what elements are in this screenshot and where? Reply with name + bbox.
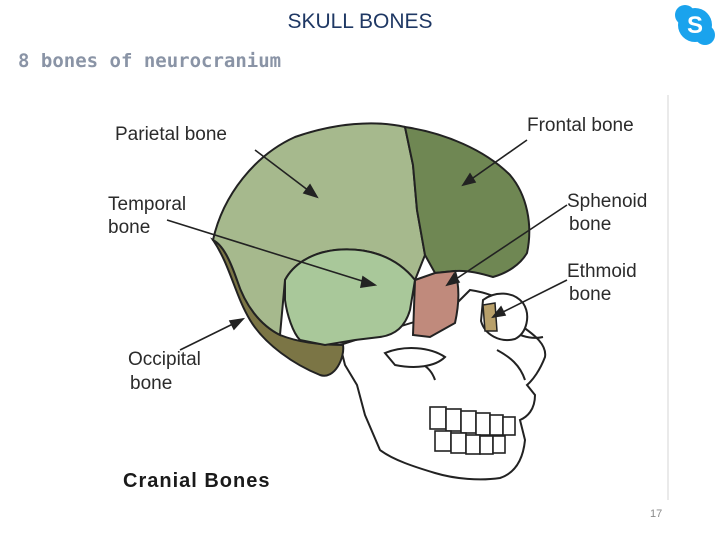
label-temporal-line-1: Temporal	[108, 194, 186, 215]
label-ethmoid-line-2: bone	[569, 284, 611, 305]
temporal-bone	[284, 248, 417, 347]
slide-title: SKULL BONES	[287, 10, 433, 33]
skype-logo-letter: S	[687, 12, 703, 39]
skype-icon[interactable]: S	[674, 4, 716, 46]
ethmoid-bone	[482, 302, 498, 332]
frontal-bone	[403, 125, 531, 279]
label-temporal-line-2: bone	[108, 217, 150, 238]
label-parietal-bone: Parietal bone	[115, 124, 227, 145]
label-occipital-line-2: bone	[130, 373, 172, 394]
slide-subtitle: 8 bones of neurocranium	[18, 50, 282, 72]
zygomatic-arch	[383, 347, 447, 368]
label-sphenoid-line-1: Sphenoid	[567, 191, 647, 212]
label-ethmoid-line-1: Ethmoid	[567, 261, 637, 282]
page-number: 17	[650, 508, 663, 520]
label-frontal-bone: Frontal bone	[527, 115, 634, 136]
diagram-caption: Cranial Bones	[123, 470, 270, 492]
sphenoid-bone	[411, 269, 460, 339]
skull-diagram: Parietal bone Frontal bone Temporal bone…	[108, 95, 669, 500]
label-occipital-line-1: Occipital	[128, 349, 201, 370]
label-sphenoid-line-2: bone	[569, 214, 611, 235]
leader-lines	[166, 139, 568, 351]
teeth	[429, 406, 516, 455]
